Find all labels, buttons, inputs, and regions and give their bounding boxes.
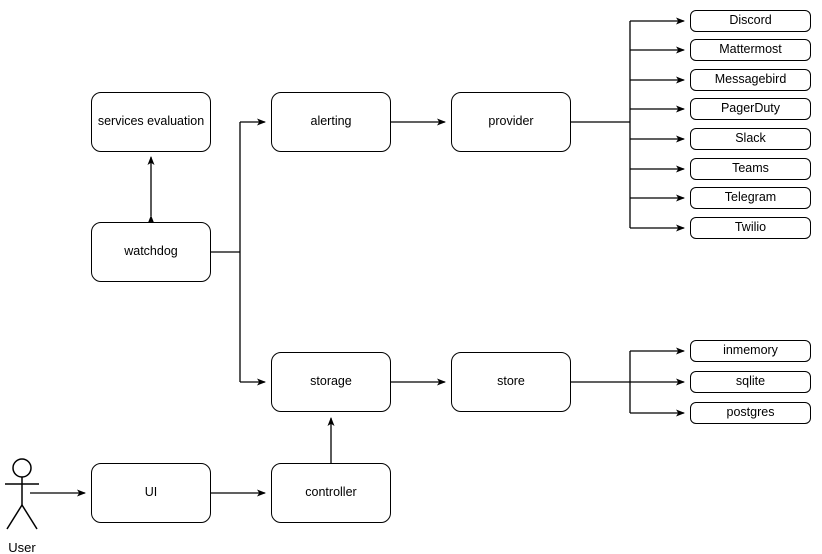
node-controller-label: controller — [305, 485, 357, 500]
node-provider-teams-label: Teams — [732, 161, 769, 176]
node-ui-label: UI — [144, 485, 158, 500]
node-provider-pagerduty[interactable]: PagerDuty — [690, 98, 811, 120]
user-actor-label: User — [8, 540, 36, 554]
node-services-evaluation[interactable]: services evaluation — [91, 92, 211, 152]
node-provider-pagerduty-label: PagerDuty — [720, 101, 781, 116]
node-store-postgres[interactable]: postgres — [690, 402, 811, 424]
node-provider-discord-label: Discord — [729, 13, 772, 28]
node-provider-telegram[interactable]: Telegram — [690, 187, 811, 209]
user-actor: User — [0, 460, 52, 554]
node-controller[interactable]: controller — [271, 463, 391, 523]
node-store-inmemory[interactable]: inmemory — [690, 340, 811, 362]
node-watchdog-label: watchdog — [124, 244, 178, 259]
node-provider-messagebird[interactable]: Messagebird — [690, 69, 811, 91]
node-ui[interactable]: UI — [91, 463, 211, 523]
node-provider-telegram-label: Telegram — [724, 190, 777, 205]
node-provider-label: provider — [488, 114, 534, 129]
node-provider-slack[interactable]: Slack — [690, 128, 811, 150]
node-alerting[interactable]: alerting — [271, 92, 391, 152]
node-store-sqlite[interactable]: sqlite — [690, 371, 811, 393]
node-services-evaluation-label: services evaluation — [97, 114, 205, 129]
node-store-label: store — [497, 374, 525, 389]
node-store[interactable]: store — [451, 352, 571, 412]
node-store-inmemory-label: inmemory — [723, 343, 778, 358]
node-provider-twilio-label: Twilio — [734, 220, 767, 235]
node-alerting-label: alerting — [310, 114, 352, 129]
node-storage-label: storage — [310, 374, 352, 389]
node-provider-mattermost-label: Mattermost — [719, 42, 782, 57]
node-watchdog[interactable]: watchdog — [91, 222, 211, 282]
node-provider-slack-label: Slack — [735, 131, 766, 146]
node-provider-discord[interactable]: Discord — [690, 10, 811, 32]
node-provider-twilio[interactable]: Twilio — [690, 217, 811, 239]
node-provider[interactable]: provider — [451, 92, 571, 152]
node-provider-mattermost[interactable]: Mattermost — [690, 39, 811, 61]
node-provider-messagebird-label: Messagebird — [714, 72, 787, 87]
node-store-sqlite-label: sqlite — [735, 374, 766, 389]
node-provider-teams[interactable]: Teams — [690, 158, 811, 180]
node-store-postgres-label: postgres — [726, 405, 775, 420]
node-storage[interactable]: storage — [271, 352, 391, 412]
